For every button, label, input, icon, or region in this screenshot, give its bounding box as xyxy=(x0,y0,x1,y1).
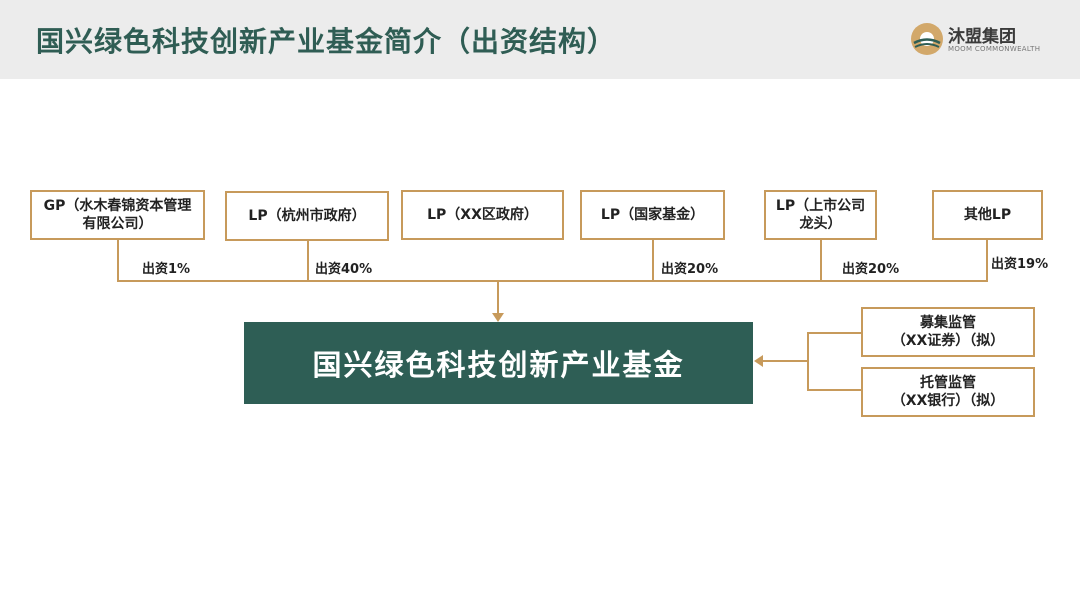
share-other: 出资19% xyxy=(991,257,1049,272)
share-line-2 xyxy=(307,241,309,281)
logo-subtitle: MOOM COMMONWEALTH xyxy=(948,45,1041,53)
investor-lp-national: LP（国家基金） xyxy=(580,190,725,240)
fund-name: 国兴绿色科技创新产业基金 xyxy=(312,348,685,382)
logo-name: 沐盟集团 xyxy=(948,27,1016,47)
investor-lp-other: 其他LP xyxy=(932,190,1043,240)
investor-label: LP（国家基金） xyxy=(600,207,705,223)
left-arrow-icon xyxy=(754,355,763,367)
share-line-1 xyxy=(117,240,119,281)
share-hangzhou: 出资40% xyxy=(315,262,373,277)
investor-lp-listed: LP（上市公司龙头） xyxy=(764,190,877,240)
logo-sun-icon xyxy=(911,23,943,55)
investor-label: LP（杭州市政府） xyxy=(248,208,366,224)
share-gp: 出资1% xyxy=(142,262,191,277)
company-logo: 沐盟集团 MOOM COMMONWEALTH xyxy=(910,22,1070,62)
share-line-5 xyxy=(986,240,988,281)
supervision-title: 募集监管 xyxy=(920,315,976,331)
supervision-custody: 托管监管 （XX银行）（拟） xyxy=(861,367,1035,417)
bracket-top xyxy=(807,332,861,334)
fund-box: 国兴绿色科技创新产业基金 xyxy=(244,322,753,404)
investor-lp-hangzhou: LP（杭州市政府） xyxy=(225,191,389,241)
supervision-raising: 募集监管 （XX证券）（拟） xyxy=(861,307,1035,357)
bus-line xyxy=(117,280,988,282)
share-line-4 xyxy=(820,240,822,281)
investor-lp-district: LP（XX区政府） xyxy=(401,190,564,240)
investor-label: GP（水木春锦资本管理有限公司） xyxy=(43,198,192,232)
investor-label: LP（XX区政府） xyxy=(427,207,538,223)
share-line-3 xyxy=(652,240,654,281)
page-title: 国兴绿色科技创新产业基金简介（出资结构） xyxy=(36,25,617,58)
header-bar: 国兴绿色科技创新产业基金简介（出资结构） 沐盟集团 MOOM COMMONWEA… xyxy=(0,0,1080,79)
investor-label: 其他LP xyxy=(963,207,1012,223)
investor-gp: GP（水木春锦资本管理有限公司） xyxy=(30,190,205,240)
supervision-title: 托管监管 xyxy=(920,375,976,391)
supervision-detail: （XX银行）（拟） xyxy=(891,393,1005,409)
investor-label: LP（上市公司龙头） xyxy=(775,198,866,232)
supervision-detail: （XX证券）（拟） xyxy=(891,333,1005,349)
down-arrow-icon xyxy=(492,313,504,322)
bracket-bottom xyxy=(807,389,861,391)
share-listed: 出资20% xyxy=(842,262,900,277)
share-national: 出资20% xyxy=(661,262,719,277)
